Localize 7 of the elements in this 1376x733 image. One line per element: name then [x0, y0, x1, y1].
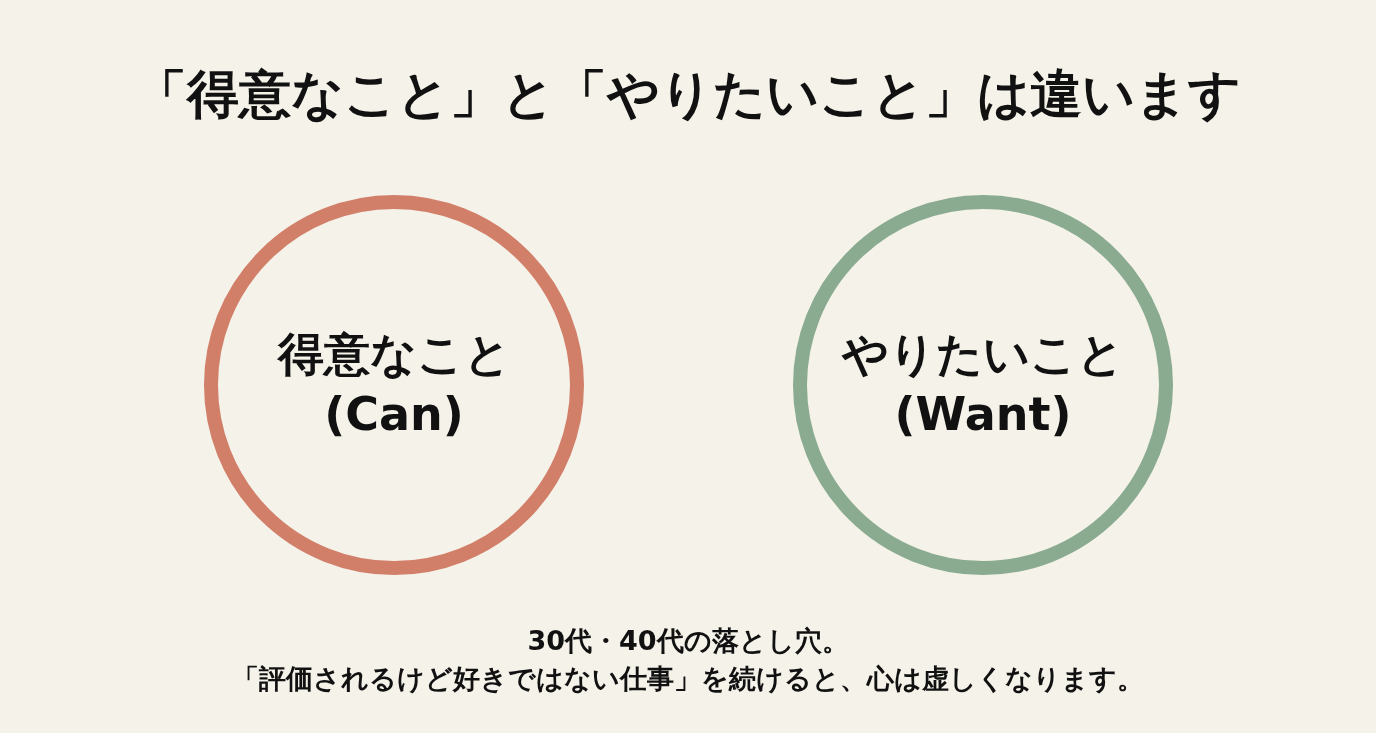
- node-label: 得意なこと: [277, 326, 511, 384]
- note-text: 30代・40代の落とし穴。: [527, 624, 849, 658]
- node-label: (Can): [324, 386, 464, 443]
- node-label: やりたいこと: [842, 326, 1124, 384]
- node-label: (Want): [894, 386, 1072, 443]
- note-text: 「評価されるけど好きではない仕事」を続けると、心は虚しくなります。: [232, 661, 1144, 696]
- title: 「得意なこと」と「やりたいこと」は違います: [135, 63, 1241, 126]
